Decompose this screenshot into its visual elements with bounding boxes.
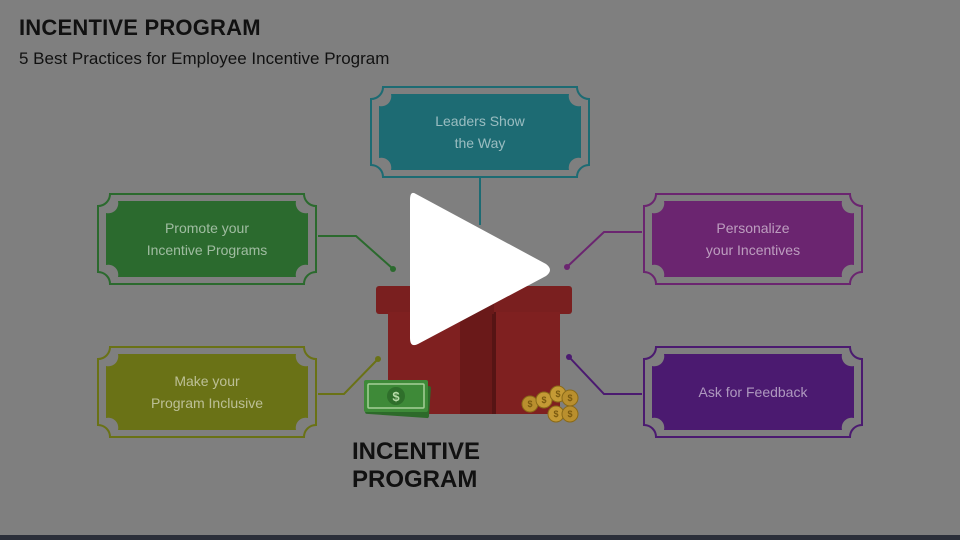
scalloped-frame (97, 346, 317, 438)
svg-text:$: $ (553, 409, 558, 419)
scalloped-frame (643, 346, 863, 438)
play-icon[interactable] (400, 184, 560, 354)
slide-title: INCENTIVE PROGRAM (19, 15, 261, 40)
dollar-bill-icon: $ (364, 380, 431, 419)
svg-text:$: $ (527, 399, 532, 409)
practice-box-leaders: Leaders Show the Way (369, 85, 591, 179)
practice-label-line2: Incentive Programs (146, 242, 268, 258)
svg-text:$: $ (567, 393, 572, 403)
svg-text:$: $ (392, 389, 400, 404)
scalloped-frame (370, 86, 590, 178)
practice-box-inclusive: Make your Program Inclusive (96, 345, 318, 439)
practice-label-line1: Leaders Show (435, 113, 525, 129)
center-label: INCENTIVE PROGRAM (352, 438, 481, 493)
practice-box-feedback: Ask for Feedback (642, 345, 864, 439)
practice-label-line2: the Way (454, 135, 506, 151)
svg-text:$: $ (541, 395, 546, 405)
practice-label-line1: Personalize (716, 220, 790, 236)
practice-box-personalize: Personalize your Incentives (642, 192, 864, 286)
practice-label-line2: Program Inclusive (150, 395, 264, 411)
practice-label-line1: Make your (174, 373, 240, 389)
practice-label-line1: Promote your (164, 220, 250, 236)
svg-text:$: $ (555, 389, 560, 399)
slide-subtitle: 5 Best Practices for Employee Incentive … (19, 49, 390, 68)
video-progress-bar (0, 535, 960, 540)
practice-label-line1: Ask for Feedback (698, 384, 808, 400)
practice-label-line2: your Incentives (705, 242, 801, 258)
svg-text:$: $ (567, 409, 572, 419)
coins-icon: $ $ $ $ $ $ (521, 385, 579, 423)
practice-box-promote: Promote your Incentive Programs (96, 192, 318, 286)
scalloped-frame (643, 193, 863, 285)
scalloped-frame (97, 193, 317, 285)
